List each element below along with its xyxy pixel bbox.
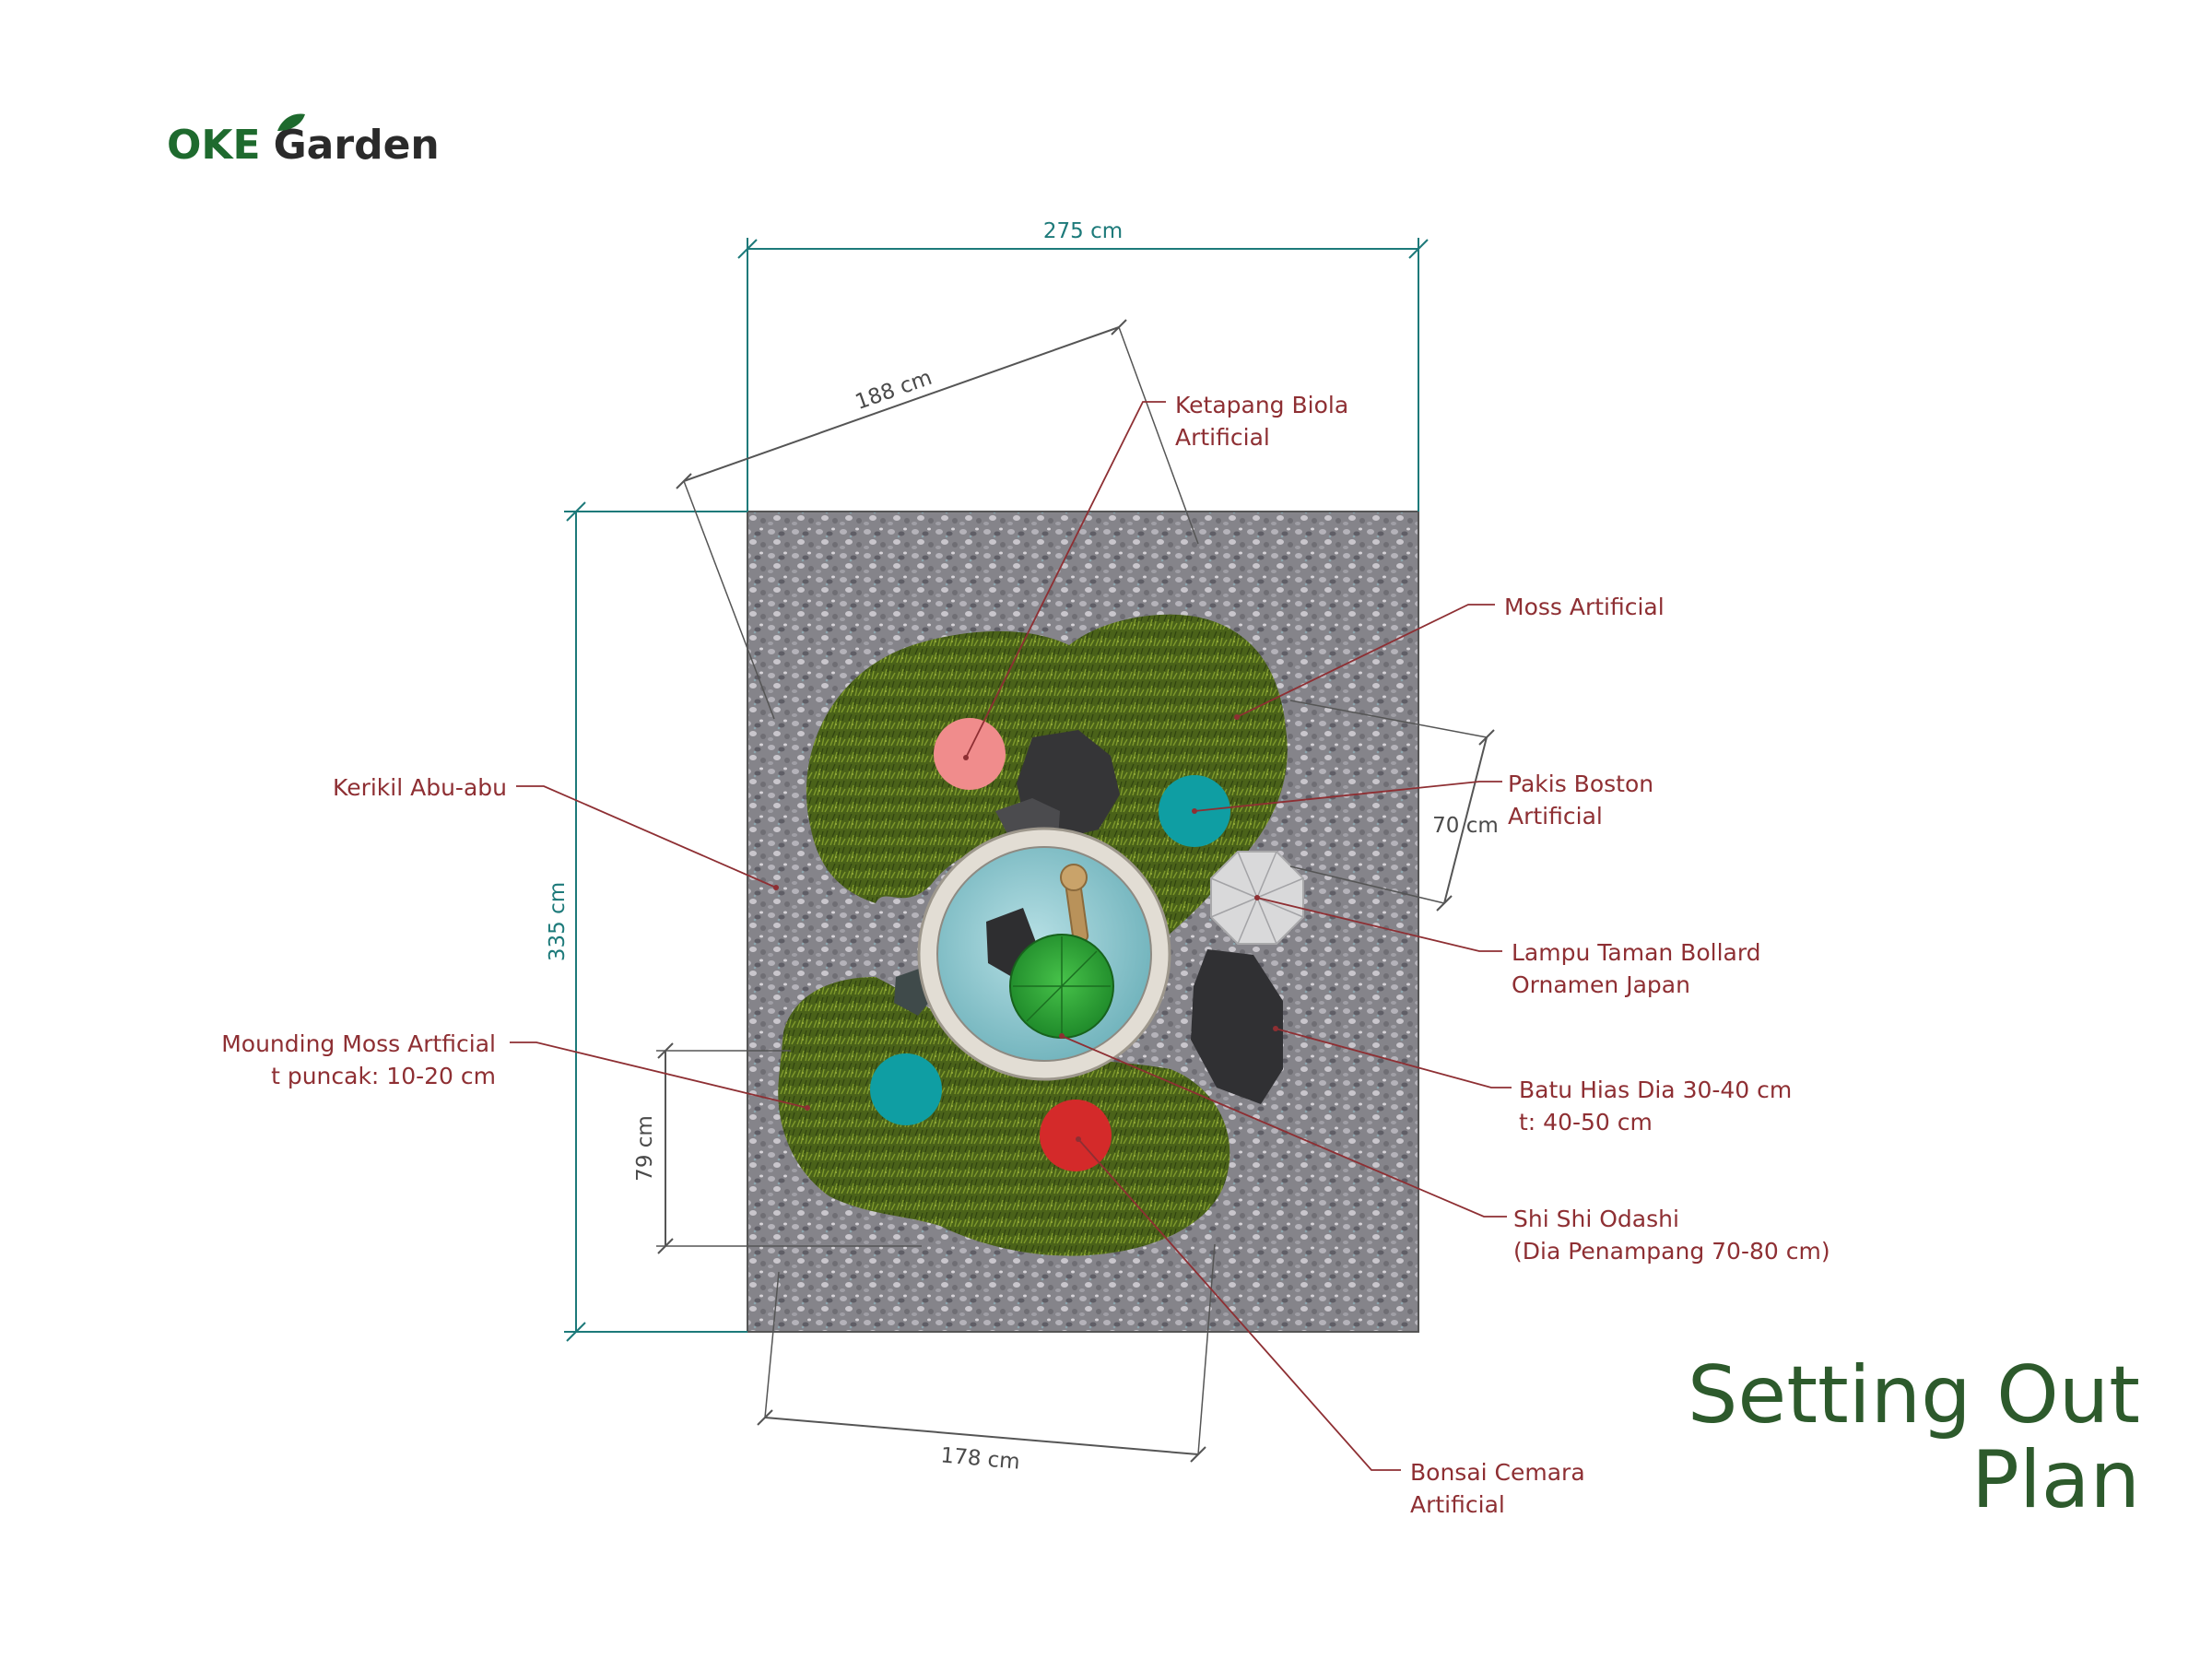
dimension-lines	[564, 238, 1495, 1463]
pakis-plant-bottom	[870, 1053, 942, 1125]
lotus-leaf-veins	[1013, 936, 1111, 1036]
label-kerikil: Kerikil Abu-abu	[333, 774, 507, 801]
brand-garden: Garden	[273, 122, 440, 169]
label-bonsai-2: Artificial	[1410, 1491, 1505, 1518]
label-pakis-2: Artificial	[1508, 803, 1603, 830]
brand-logo: OKE Garden	[167, 113, 440, 173]
label-pakis-1: Pakis Boston	[1508, 771, 1653, 797]
label-moss: Moss Artificial	[1504, 594, 1665, 620]
label-mounding-1: Mounding Moss Artficial	[221, 1030, 496, 1057]
dim-width-label: 275 cm	[1043, 219, 1123, 243]
lower-moss-mound	[778, 977, 1230, 1256]
dim-bottom-label: 178 cm	[940, 1443, 1021, 1474]
bollard-lamp-lines	[1210, 851, 1304, 945]
ketapang-plant	[934, 718, 1006, 790]
label-batu-1: Batu Hias Dia 30-40 cm	[1519, 1077, 1792, 1103]
label-mounding-2: t puncak: 10-20 cm	[271, 1063, 496, 1089]
dim-right-label: 70 cm	[1432, 814, 1499, 838]
brand-oke: OKE	[167, 122, 261, 169]
bonsai-plant	[1040, 1100, 1112, 1171]
leaf-icon	[277, 113, 305, 131]
dim-mound-label: 79 cm	[633, 1115, 657, 1182]
label-lampu-1: Lampu Taman Bollard	[1512, 939, 1761, 966]
callout-leaders	[510, 401, 1512, 1471]
page-title-line2: Plan	[1971, 1434, 2140, 1526]
label-bonsai-1: Bonsai Cemara	[1410, 1459, 1585, 1486]
label-shishi-2: (Dia Penampang 70-80 cm)	[1513, 1238, 1830, 1265]
label-shishi-1: Shi Shi Odashi	[1513, 1206, 1679, 1232]
page-title: Setting Out Plan	[1688, 1353, 2140, 1523]
dim-height-label: 335 cm	[546, 882, 570, 961]
label-lampu-2: Ornamen Japan	[1512, 971, 1690, 998]
label-batu-2: t: 40-50 cm	[1519, 1109, 1653, 1135]
bamboo-spout-cap	[1060, 864, 1088, 891]
label-ketapang-1: Ketapang Biola	[1175, 392, 1348, 418]
label-ketapang-2: Artificial	[1175, 424, 1270, 451]
callout-dots	[773, 714, 1278, 1142]
page-title-line1: Setting Out	[1687, 1349, 2140, 1441]
rock-right	[1191, 949, 1283, 1104]
